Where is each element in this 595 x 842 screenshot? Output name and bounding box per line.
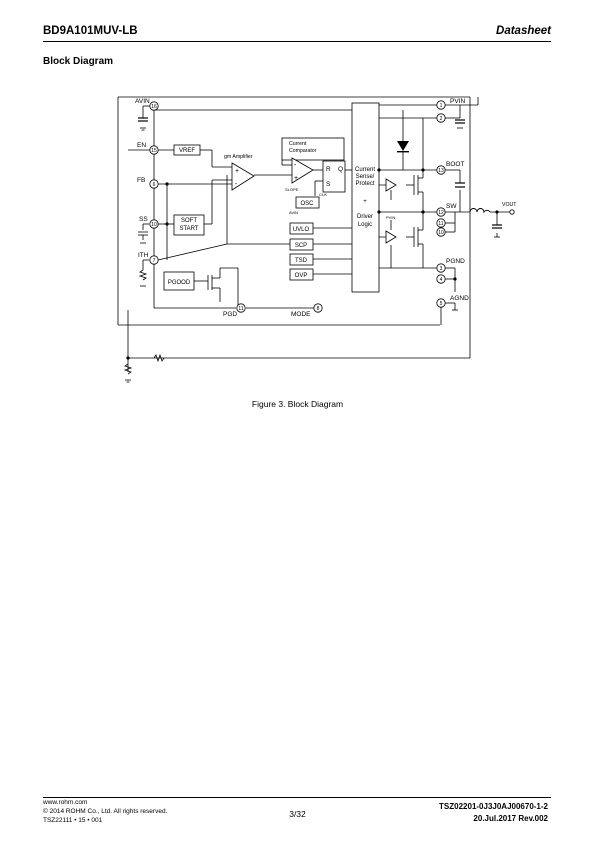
pin-agnd-label: AGND — [450, 295, 469, 302]
date-revision: 20.Jul.2017 Rev.002 — [473, 814, 548, 823]
pin-sw-label: SW — [446, 203, 457, 210]
pin-avin-label: AVIN — [135, 98, 150, 105]
pin-ss-label: SS — [139, 216, 148, 223]
pin-pvin-num2: 2 — [440, 116, 443, 122]
pin-mode-num: 8 — [317, 306, 320, 312]
driver-label-3: Protect — [355, 181, 374, 187]
block-diagram: 16 15 6 10 7 11 8 1 2 13 12 11 10 3 4 5 … — [117, 96, 517, 383]
pin-ith-label: ITH — [138, 252, 149, 259]
pin-boot-num: 13 — [438, 168, 444, 174]
current-comparator-label-2: Comparator — [289, 148, 317, 154]
footer-website[interactable]: www.rohm.com — [43, 799, 88, 806]
gm-amp-label: gm Amplifier — [224, 154, 253, 160]
pin-sw-num2: 11 — [438, 221, 443, 227]
soft-start-label-2: START — [179, 226, 198, 232]
amp-plus-sign: + — [235, 168, 239, 175]
soft-start-label-1: SOFT — [181, 218, 197, 224]
pin-en-num: 15 — [151, 148, 157, 154]
uvlo-label: UVLO — [293, 227, 310, 233]
footer-rule — [43, 797, 551, 798]
vout-label: VOUT — [502, 202, 517, 208]
pin-en-label: EN — [137, 142, 146, 149]
part-number: BD9A101MUV-LB — [43, 25, 138, 37]
amp-minus-sign: - — [235, 181, 238, 188]
pin-agnd-num: 5 — [440, 301, 443, 307]
scp-label: SCP — [295, 243, 307, 249]
pin-pgnd-num2: 4 — [440, 277, 443, 283]
footer-code: TSZ22111 • 15 • 001 — [43, 817, 103, 824]
datasheet-label: Datasheet — [496, 25, 551, 37]
pvin-small-label: PVIN — [386, 215, 395, 220]
pin-sw-num3: 10 — [438, 230, 444, 236]
comp-minus-sign: - — [294, 162, 297, 169]
header-rule — [43, 41, 551, 42]
footer-copyright: © 2014 ROHM Co., Ltd. All rights reserve… — [43, 808, 168, 815]
latch-q-label: Q — [338, 166, 343, 173]
pin-fb-label: FB — [137, 177, 145, 184]
pin-fb-num: 6 — [153, 182, 156, 188]
pin-pvin-label: PVIN — [450, 98, 465, 105]
pin-pgd-num: 11 — [238, 306, 243, 312]
pin-mode-label: MODE — [291, 311, 311, 318]
pin-ith-num: 7 — [153, 258, 156, 264]
latch-s-label: S — [326, 181, 331, 188]
slope-label: SLOPE — [285, 187, 299, 192]
pin-pgd-label: PGD — [223, 311, 237, 318]
comp-plus-sign: + — [294, 175, 298, 182]
pin-ss-num: 10 — [151, 222, 157, 228]
avin-small-label: AVIN — [289, 210, 298, 215]
osc-label: OSC — [300, 201, 314, 207]
pin-sw-num1: 12 — [438, 210, 444, 216]
driver-label-6: Logic — [358, 222, 372, 228]
pin-avin-num: 16 — [151, 104, 157, 110]
pgood-label: PGOOD — [168, 280, 191, 286]
doc-number: TSZ02201-0J3J0AJ00670-1-2 — [439, 802, 548, 811]
driver-label-5: Driver — [357, 214, 373, 220]
pin-pvin-num1: 1 — [440, 103, 443, 109]
section-title: Block Diagram — [43, 56, 114, 67]
page-number: 3/32 — [289, 809, 306, 819]
clk-label: CLK — [319, 192, 327, 197]
figure-caption: Figure 3. Block Diagram — [251, 399, 344, 409]
current-comparator-label-1: Current — [289, 141, 307, 147]
tsd-label: TSD — [295, 258, 308, 264]
ovp-label: OVP — [295, 273, 308, 279]
driver-label-1: Current — [355, 167, 375, 173]
pin-boot-label: BOOT — [446, 161, 464, 168]
pin-pgnd-num1: 3 — [440, 266, 443, 272]
vref-label: VREF — [179, 148, 195, 154]
latch-r-label: R — [326, 166, 331, 173]
driver-label-2: Sense/ — [356, 174, 375, 180]
pin-pgnd-label: PGND — [446, 258, 465, 265]
driver-label-4: + — [363, 199, 367, 205]
